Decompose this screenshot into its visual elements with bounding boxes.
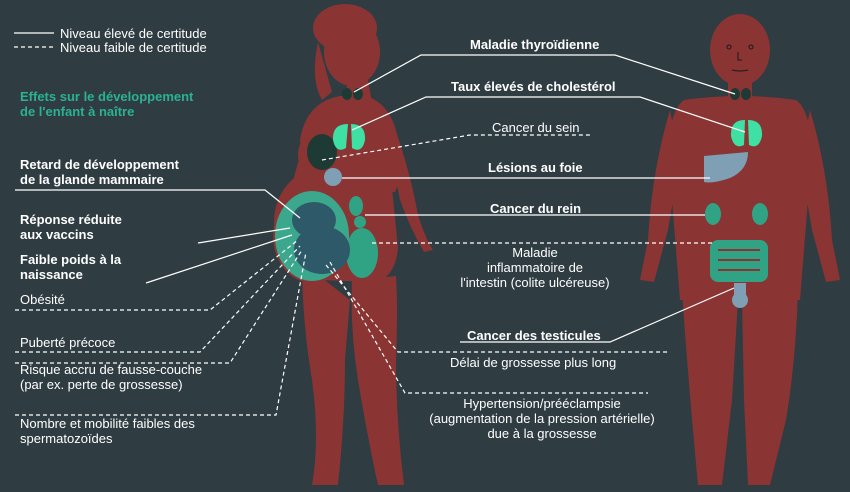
effect-early-puberty: Puberté précoce	[20, 335, 116, 350]
label-pregnancy-delay: Délai de grossesse plus long	[450, 355, 617, 370]
label-liver: Lésions au foie	[488, 160, 583, 175]
legend-high-certainty: Niveau élevé de certitude	[60, 26, 207, 41]
effect-low-birth-weight: Faible poids à la naissance	[20, 252, 122, 282]
testicles-icon	[732, 283, 748, 308]
female-lungs-icon	[332, 124, 366, 150]
label-breast-cancer: Cancer du sein	[492, 120, 580, 135]
label-testicular: Cancer des testicules	[467, 328, 601, 343]
intestine-folds	[718, 249, 760, 271]
female-liver-icon	[324, 168, 342, 186]
male-lungs-icon	[730, 120, 763, 147]
label-thyroid: Maladie thyroïdienne	[470, 37, 600, 52]
effect-sperm: Nombre et mobilité faibles des spermatoz…	[20, 416, 195, 446]
fetus-icon	[292, 202, 350, 274]
label-kidney: Cancer du rein	[490, 201, 582, 216]
label-colitis: Maladie inflammatoire de l'intestin (col…	[460, 245, 610, 290]
left-panel-heading: Effets sur le développement de l'enfant …	[20, 89, 194, 119]
effect-vaccine-response: Réponse réduite aux vaccins	[20, 212, 122, 242]
effect-mammary-gland: Retard de développement de la glande mam…	[20, 157, 179, 187]
label-hypertension: Hypertension/prééclampsie (augmentation …	[429, 396, 655, 441]
effect-obesity: Obésité	[20, 292, 65, 307]
female-breast-icon	[307, 134, 337, 170]
label-cholesterol: Taux élevés de cholestérol	[451, 79, 616, 94]
left-leader-lines	[15, 189, 307, 416]
male-figure	[640, 14, 840, 485]
male-face-icon	[726, 44, 754, 72]
female-kidney-icon	[349, 196, 366, 228]
legend-low-certainty: Niveau faible de certitude	[60, 40, 207, 55]
effect-miscarriage: Risque accru de fausse-couche (par ex. p…	[20, 362, 203, 392]
male-kidney-icon	[705, 203, 768, 225]
center-leader-lines	[321, 54, 746, 394]
male-liver-icon	[704, 152, 748, 183]
placenta-icon	[346, 228, 378, 278]
